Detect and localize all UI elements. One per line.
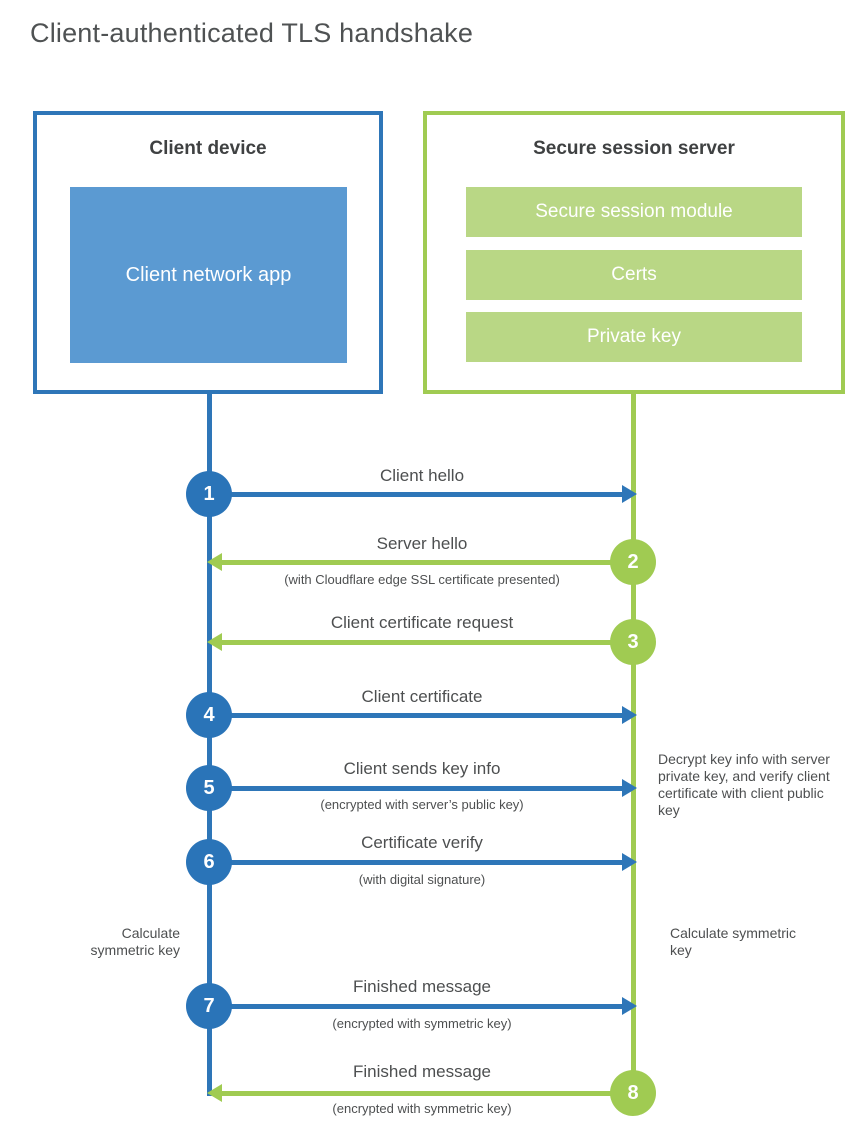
step-8-badge: 8 bbox=[610, 1070, 656, 1116]
step-1-arrow bbox=[231, 492, 622, 497]
arrow-left-icon bbox=[207, 553, 222, 571]
step-2-badge: 2 bbox=[610, 539, 656, 585]
decrypt-note: Decrypt key info with server private key… bbox=[658, 751, 830, 818]
arrow-left-icon bbox=[207, 633, 222, 651]
step-6-badge: 6 bbox=[186, 839, 232, 885]
server-module-secure-session: Secure session module bbox=[466, 187, 802, 237]
step-5-label: Client sends key info bbox=[343, 759, 501, 778]
step-2-label: Server hello bbox=[376, 534, 468, 553]
client-lifeline bbox=[207, 394, 212, 1096]
step-8-label: Finished message bbox=[353, 1062, 491, 1081]
arrow-right-icon bbox=[622, 853, 637, 871]
step-7-badge: 7 bbox=[186, 983, 232, 1029]
step-4-label: Client certificate bbox=[361, 687, 483, 706]
server-title: Secure session server bbox=[533, 138, 735, 159]
calculate-symmetric-key-server-note: Calculate symmetric key bbox=[670, 925, 797, 958]
page-title: Client-authenticated TLS handshake bbox=[30, 18, 474, 48]
step-8-arrow bbox=[221, 1091, 612, 1096]
calculate-symmetric-key-client-note: Calculate symmetric key bbox=[90, 925, 180, 958]
arrow-right-icon bbox=[622, 779, 637, 797]
server-lifeline bbox=[631, 394, 636, 1093]
step-7-subtext: (encrypted with symmetric key) bbox=[332, 1016, 512, 1031]
step-3-label: Client certificate request bbox=[330, 613, 514, 632]
step-2-subtext: (with Cloudflare edge SSL certificate pr… bbox=[284, 572, 560, 587]
step-7-label: Finished message bbox=[353, 977, 491, 996]
step-7-arrow bbox=[231, 1004, 622, 1009]
arrow-right-icon bbox=[622, 997, 637, 1015]
step-4-arrow bbox=[231, 713, 622, 718]
server-module-private-key: Private key bbox=[466, 312, 802, 362]
step-6-subtext: (with digital signature) bbox=[358, 872, 486, 887]
arrow-right-icon bbox=[622, 706, 637, 724]
arrow-left-icon bbox=[207, 1084, 222, 1102]
step-4-badge: 4 bbox=[186, 692, 232, 738]
step-6-label: Certificate verify bbox=[361, 833, 483, 852]
step-1-badge: 1 bbox=[186, 471, 232, 517]
step-6-arrow bbox=[231, 860, 622, 865]
step-3-badge: 3 bbox=[610, 619, 656, 665]
step-3-arrow bbox=[221, 640, 612, 645]
step-5-arrow bbox=[231, 786, 622, 791]
arrow-right-icon bbox=[622, 485, 637, 503]
step-5-badge: 5 bbox=[186, 765, 232, 811]
step-8-subtext: (encrypted with symmetric key) bbox=[332, 1101, 512, 1116]
client-network-app-box: Client network app bbox=[70, 187, 347, 363]
step-2-arrow bbox=[221, 560, 612, 565]
step-5-subtext: (encrypted with server’s public key) bbox=[320, 797, 524, 812]
server-module-certs: Certs bbox=[466, 250, 802, 300]
step-1-label: Client hello bbox=[379, 466, 465, 485]
client-device-title: Client device bbox=[149, 138, 267, 159]
